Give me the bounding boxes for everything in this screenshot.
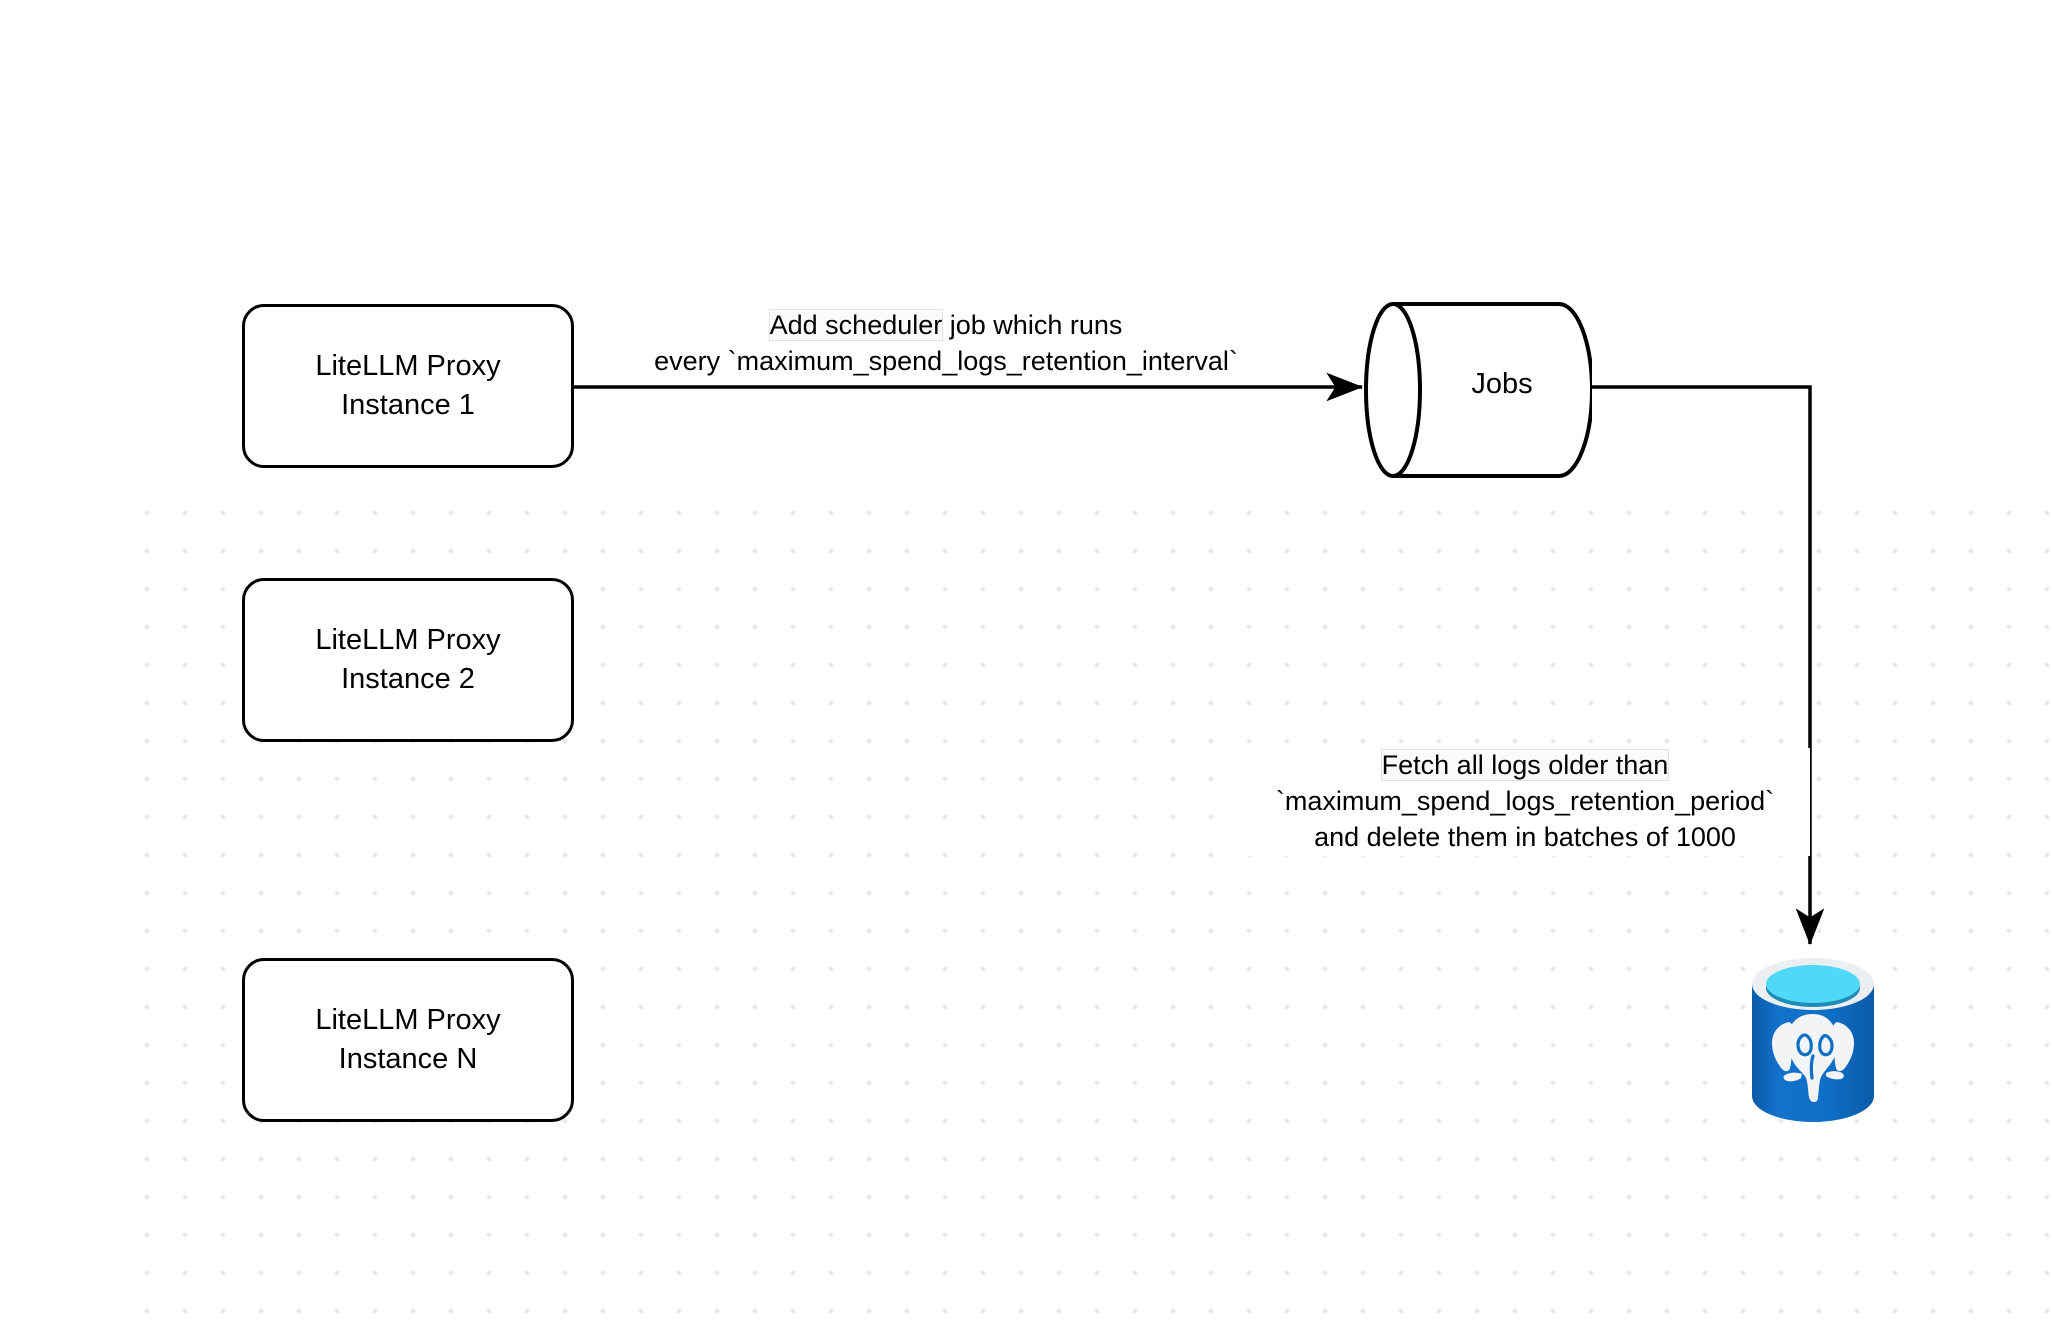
edge-label-line-1: Fetch all logs older than	[1240, 748, 1810, 784]
node-jobs-cylinder[interactable]	[1360, 298, 1592, 478]
node-litellm-proxy-instance-2[interactable]: LiteLLM Proxy Instance 2	[242, 578, 574, 742]
edge-label-highlight: Add scheduler	[769, 310, 943, 340]
edge-label-line-2: every `maximum_spend_logs_retention_inte…	[654, 345, 1238, 376]
node-litellm-proxy-instance-n[interactable]: LiteLLM Proxy Instance N	[242, 958, 574, 1122]
node-label-line-2: Instance 2	[341, 663, 475, 695]
node-label-line-1: LiteLLM Proxy	[315, 1004, 501, 1037]
edge-label-highlight: Fetch all logs older than	[1381, 750, 1669, 780]
postgresql-elephant-detail	[1796, 1033, 1834, 1080]
edge-path-jobs-to-postgres	[1584, 385, 1825, 946]
node-label-line-2: Instance N	[338, 1043, 478, 1075]
edge-label-line-1: Add scheduler job which runs	[596, 308, 1296, 344]
node-jobs-label: Jobs	[1471, 368, 1533, 400]
node-litellm-proxy-instance-1[interactable]: LiteLLM Proxy Instance 1	[242, 304, 574, 468]
edge-label-line-2: `maximum_spend_logs_retention_period`	[1275, 785, 1775, 816]
node-label-line-1: LiteLLM Proxy	[315, 624, 501, 657]
edge-label-line-3: and delete them in batches of 1000	[1314, 821, 1736, 852]
edge-label-fetch-and-delete-logs: Fetch all logs older than `maximum_spend…	[1240, 748, 1810, 856]
edge-label-line-1-rest: job which runs	[942, 310, 1123, 340]
node-label-line-1: LiteLLM Proxy	[315, 350, 501, 383]
node-label-line-2: Instance 1	[341, 389, 475, 421]
edge-label-add-scheduler-job: Add scheduler job which runs every `maxi…	[596, 308, 1296, 380]
node-postgres-database[interactable]	[1748, 950, 1878, 1130]
